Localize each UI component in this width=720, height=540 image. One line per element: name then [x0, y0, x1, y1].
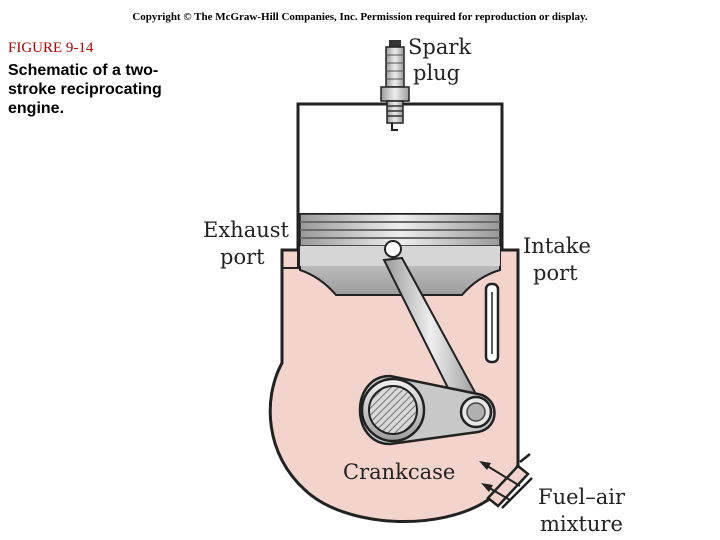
fuel-air-duct	[486, 464, 530, 508]
label-exhaust-line-1: Exhaust	[203, 218, 290, 242]
label-fuel-air-line-1: Fuel–air	[538, 485, 626, 509]
caption-line-2: stroke reciprocating	[8, 81, 162, 98]
label-intake-line-2: port	[533, 261, 578, 285]
wrist-pin	[384, 240, 402, 258]
caption-line-1: Schematic of a two-	[8, 62, 159, 79]
label-exhaust-line-2: port	[220, 245, 265, 269]
fuel-air-arrows	[479, 461, 521, 501]
exhaust-port-channel	[282, 250, 299, 269]
figure-caption: Schematic of a two- stroke reciprocating…	[8, 61, 198, 118]
piston	[299, 213, 501, 296]
figure-number: FIGURE 9-14	[8, 40, 94, 56]
caption-line-3: engine.	[8, 100, 65, 117]
label-fuel-air-line-2: mixture	[540, 512, 623, 536]
label-spark-line-1: Spark	[408, 35, 471, 59]
label-spark-line-2: plug	[413, 61, 460, 85]
label-intake-line-1: Intake	[523, 234, 591, 258]
label-crankcase: Crankcase	[343, 460, 455, 484]
spark-plug	[380, 40, 410, 131]
copyright-notice: Copyright © The McGraw-Hill Companies, I…	[132, 11, 588, 23]
